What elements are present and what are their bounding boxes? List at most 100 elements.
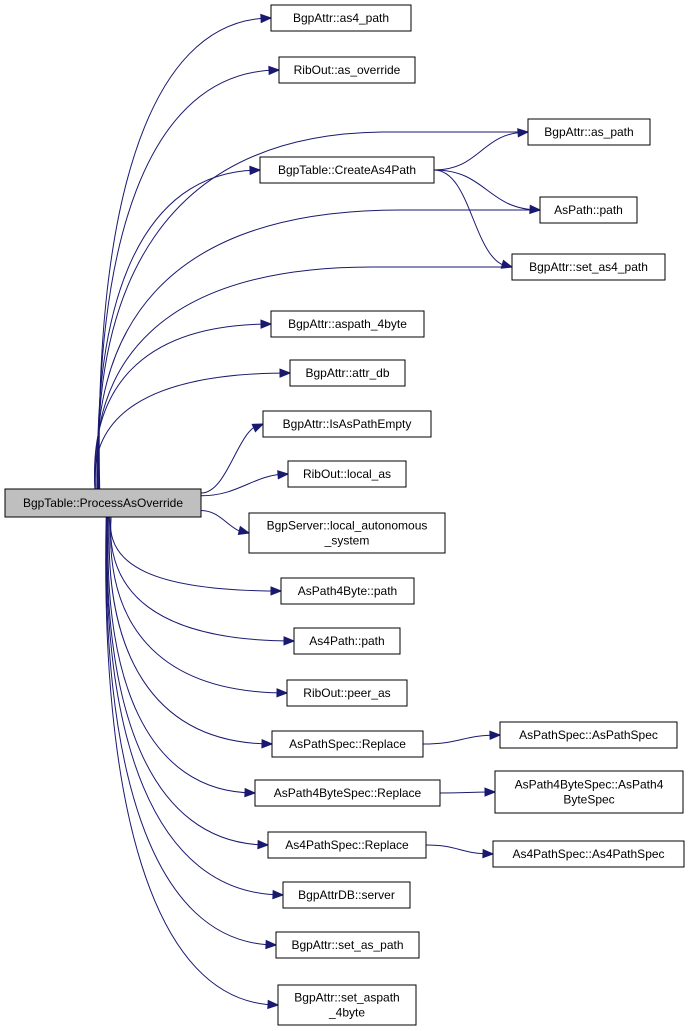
- arrowhead-aspathspec-replace: [261, 738, 274, 749]
- node-box-bgpattr-isaspathempty: [262, 410, 432, 438]
- arrowhead-aspath4bytespec-aspath4bytespec: [484, 787, 497, 797]
- edge-bgptable-createas4path-to-aspath-path: [433, 169, 541, 211]
- node-box-bgpattr-set-aspath-4byte: [277, 984, 417, 1026]
- arrowhead-ribout-as-override: [268, 65, 281, 76]
- node-label: AsPath4ByteSpec::Replace: [274, 786, 422, 800]
- node-as4pathspec-replace[interactable]: As4PathSpec::Replace: [267, 831, 427, 859]
- node-label: BgpAttr::set_aspath: [294, 991, 399, 1005]
- edge-bgptable-processasoverride-to-as4pathspec-replace: [106, 516, 269, 846]
- node-bgpattr-as4-path[interactable]: BgpAttr::as4_path: [270, 4, 412, 32]
- node-box-bgpattr-as-path: [527, 118, 651, 146]
- arrowhead-bgpattr-as4-path: [260, 13, 273, 24]
- node-box-ribout-local-as: [287, 460, 407, 488]
- node-box-bgpattr-set-as-path: [275, 931, 420, 959]
- node-label: ByteSpec: [563, 793, 614, 807]
- node-bgpattr-aspath-4byte[interactable]: BgpAttr::aspath_4byte: [270, 310, 425, 338]
- node-label: BgpAttr::IsAsPathEmpty: [283, 417, 412, 431]
- call-graph-nodes: BgpTable::ProcessAsOverride BgpAttr::as4_…: [4, 4, 685, 1026]
- node-label: BgpTable::ProcessAsOverride: [23, 496, 183, 510]
- edge-bgptable-processasoverride-to-ribout-as-override: [98, 69, 280, 490]
- node-label: AsPath4ByteSpec::AsPath4: [515, 778, 664, 792]
- arrowhead-aspath-path: [529, 204, 542, 215]
- arrowhead-ribout-local-as: [277, 470, 290, 480]
- node-label: As4PathSpec::Replace: [285, 838, 409, 852]
- node-box-aspathspec-aspathspec: [499, 721, 678, 749]
- node-label: RibOut::as_override: [294, 63, 401, 77]
- node-aspath4byte-path[interactable]: AsPath4Byte::path: [280, 577, 415, 605]
- arrowhead-bgpserver-local-autonomous-system: [237, 525, 251, 535]
- node-box-bgpattr-aspath-4byte: [270, 310, 425, 338]
- arrowhead-aspathspec-aspathspec: [489, 730, 502, 741]
- edge-bgptable-processasoverride-to-bgpattr-attr-db: [94, 372, 291, 490]
- node-box-ribout-peer-as: [286, 679, 408, 707]
- arrowhead-bgpattr-as-path: [517, 128, 530, 138]
- node-label: BgpTable::CreateAs4Path: [278, 163, 416, 177]
- edge-bgptable-processasoverride-to-ribout-local-as: [200, 473, 289, 497]
- arrowhead-bgpattr-set-as-path: [265, 939, 278, 950]
- node-bgpattr-as-path[interactable]: BgpAttr::as_path: [527, 118, 651, 146]
- arrowhead-bgpattr-set-as4-path: [500, 259, 514, 269]
- node-label: BgpAttr::as4_path: [293, 11, 389, 25]
- node-bgptable-createas4path[interactable]: BgpTable::CreateAs4Path: [259, 156, 435, 184]
- edge-bgptable-processasoverride-to-ribout-peer-as: [110, 516, 288, 694]
- edge-bgptable-processasoverride-to-as4path-path: [110, 516, 295, 642]
- arrowhead-bgpattrdb-server: [272, 889, 285, 900]
- edge-bgptable-processasoverride-to-bgpattr-as4-path: [98, 17, 272, 490]
- edge-bgptable-processasoverride-to-aspath-path: [96, 209, 554, 490]
- edge-bgptable-processasoverride-to-bgpattr-set-aspath-4byte: [105, 516, 279, 1006]
- edge-bgptable-processasoverride-to-aspath4byte-path: [110, 516, 282, 592]
- node-label: _system: [324, 534, 370, 548]
- node-box-bgpattrdb-server: [282, 881, 411, 909]
- node-label: BgpAttr::aspath_4byte: [288, 317, 407, 331]
- node-aspathspec-aspathspec[interactable]: AsPathSpec::AsPathSpec: [499, 721, 678, 749]
- node-box-aspath4bytespec-aspath4bytespec: [494, 770, 684, 814]
- edge-bgptable-processasoverride-to-bgpattr-isaspathempty: [200, 423, 264, 494]
- edge-bgptable-processasoverride-to-bgpattr-aspath-4byte: [94, 323, 272, 490]
- node-as4pathspec-as4pathspec[interactable]: As4PathSpec::As4PathSpec: [492, 840, 685, 868]
- node-aspath4bytespec-replace[interactable]: AsPath4ByteSpec::Replace: [254, 779, 441, 807]
- node-bgpattr-set-as-path[interactable]: BgpAttr::set_as_path: [275, 931, 420, 959]
- node-box-as4pathspec-as4pathspec: [492, 840, 685, 868]
- node-bgpattr-set-as4-path[interactable]: BgpAttr::set_as4_path: [511, 253, 666, 281]
- node-box-ribout-as-override: [278, 56, 416, 84]
- node-bgpserver-local-autonomous-system[interactable]: BgpServer::local_autonomous_system: [248, 512, 446, 554]
- node-bgpattr-attr-db[interactable]: BgpAttr::attr_db: [289, 359, 406, 387]
- node-label: BgpAttr::set_as4_path: [529, 260, 648, 274]
- edge-aspathspec-replace-to-aspathspec-aspathspec: [422, 734, 501, 745]
- node-bgpattr-isaspathempty[interactable]: BgpAttr::IsAsPathEmpty: [262, 410, 432, 438]
- arrowhead-as4path-path: [283, 636, 296, 646]
- edge-bgptable-processasoverride-to-aspathspec-replace: [108, 516, 273, 745]
- arrowhead-bgpattr-aspath-4byte: [260, 319, 273, 329]
- node-aspath-path[interactable]: AsPath::path: [539, 196, 638, 224]
- node-bgptable-processasoverride[interactable]: BgpTable::ProcessAsOverride: [4, 488, 202, 518]
- node-label: AsPathSpec::AsPathSpec: [519, 728, 658, 742]
- edge-bgptable-processasoverride-to-aspath4bytespec-replace: [107, 516, 256, 794]
- node-bgpattr-set-aspath-4byte[interactable]: BgpAttr::set_aspath_4byte: [277, 984, 417, 1026]
- node-ribout-peer-as[interactable]: RibOut::peer_as: [286, 679, 408, 707]
- node-box-as4pathspec-replace: [267, 831, 427, 859]
- node-as4path-path[interactable]: As4Path::path: [293, 627, 401, 655]
- node-label: AsPath4Byte::path: [298, 584, 397, 598]
- node-label: BgpAttr::set_as_path: [291, 938, 403, 952]
- node-label: AsPathSpec::Replace: [289, 737, 406, 751]
- node-label: RibOut::peer_as: [303, 686, 390, 700]
- node-box-bgpattr-as4-path: [270, 4, 412, 32]
- node-box-aspathspec-replace: [271, 730, 424, 758]
- arrowhead-bgpattr-attr-db: [279, 368, 292, 378]
- node-aspath4bytespec-aspath4bytespec[interactable]: AsPath4ByteSpec::AsPath4ByteSpec: [494, 770, 684, 814]
- arrowhead-as4pathspec-as4pathspec: [482, 848, 495, 859]
- node-box-bgpattr-attr-db: [289, 359, 406, 387]
- node-bgpattrdb-server[interactable]: BgpAttrDB::server: [282, 881, 411, 909]
- arrowhead-bgpattr-isaspathempty: [251, 423, 265, 433]
- node-label: BgpAttr::attr_db: [305, 366, 389, 380]
- edge-bgptable-createas4path-to-bgpattr-set-as4-path: [433, 169, 513, 268]
- node-aspathspec-replace[interactable]: AsPathSpec::Replace: [271, 730, 424, 758]
- edge-bgptable-createas4path-to-bgpattr-as-path: [433, 131, 529, 171]
- edge-bgptable-processasoverride-to-bgpattr-set-as-path: [105, 516, 277, 946]
- node-label: BgpServer::local_autonomous: [267, 519, 428, 533]
- node-label: _4byte: [328, 1006, 365, 1020]
- node-ribout-local-as[interactable]: RibOut::local_as: [287, 460, 407, 488]
- node-ribout-as-override[interactable]: RibOut::as_override: [278, 56, 416, 84]
- node-label: AsPath::path: [554, 203, 623, 217]
